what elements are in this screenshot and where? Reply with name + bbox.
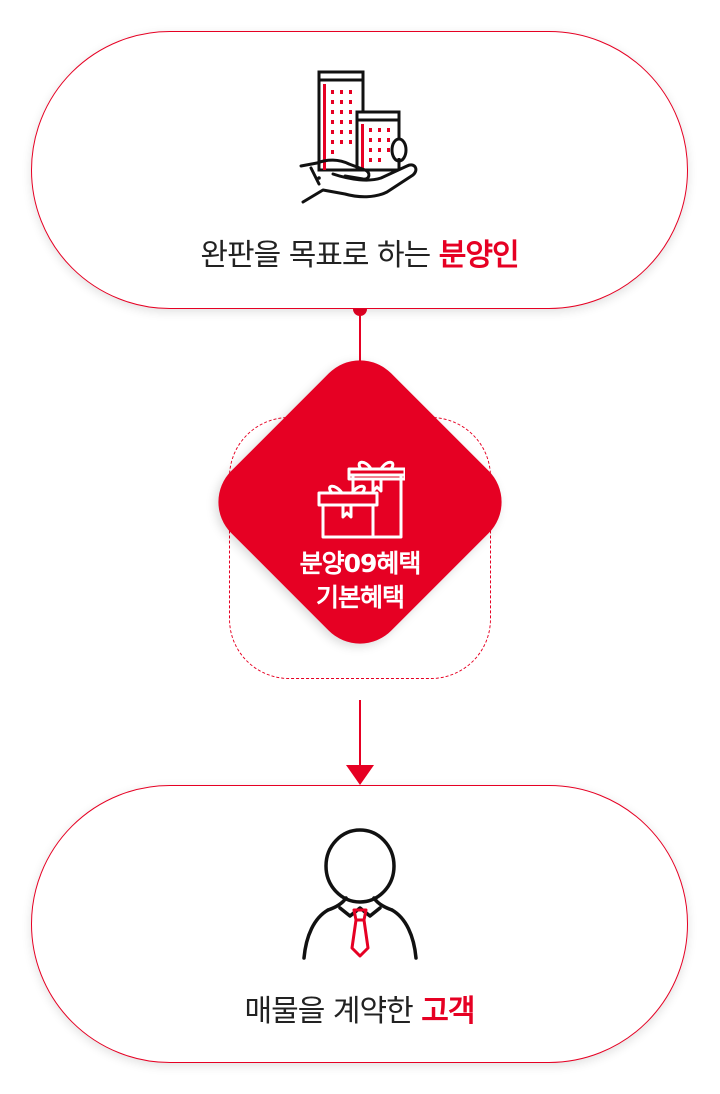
benefit-node: 분양09혜택 기본혜택 [210,455,510,615]
seller-label-prefix: 완판을 목표로 하는 [200,238,439,273]
customer-label: 매물을 계약한 고객 [32,986,687,1030]
customer-label-accent: 고객 [421,994,475,1029]
seller-label: 완판을 목표로 하는 분양인 [32,230,687,274]
gift-boxes-icon [317,460,407,539]
customer-label-prefix: 매물을 계약한 [244,994,422,1029]
person-with-tie-icon [301,828,418,960]
connector-arrowhead [346,765,374,785]
benefit-line-2: 기본혜택 [315,583,405,612]
seller-node: 완판을 목표로 하는 분양인 [31,31,688,309]
seller-label-accent: 분양인 [438,238,520,273]
benefit-line-1: 분양09혜택 [299,549,422,578]
buildings-in-hand-icon [299,70,417,204]
customer-node: 매물을 계약한 고객 [31,785,688,1063]
